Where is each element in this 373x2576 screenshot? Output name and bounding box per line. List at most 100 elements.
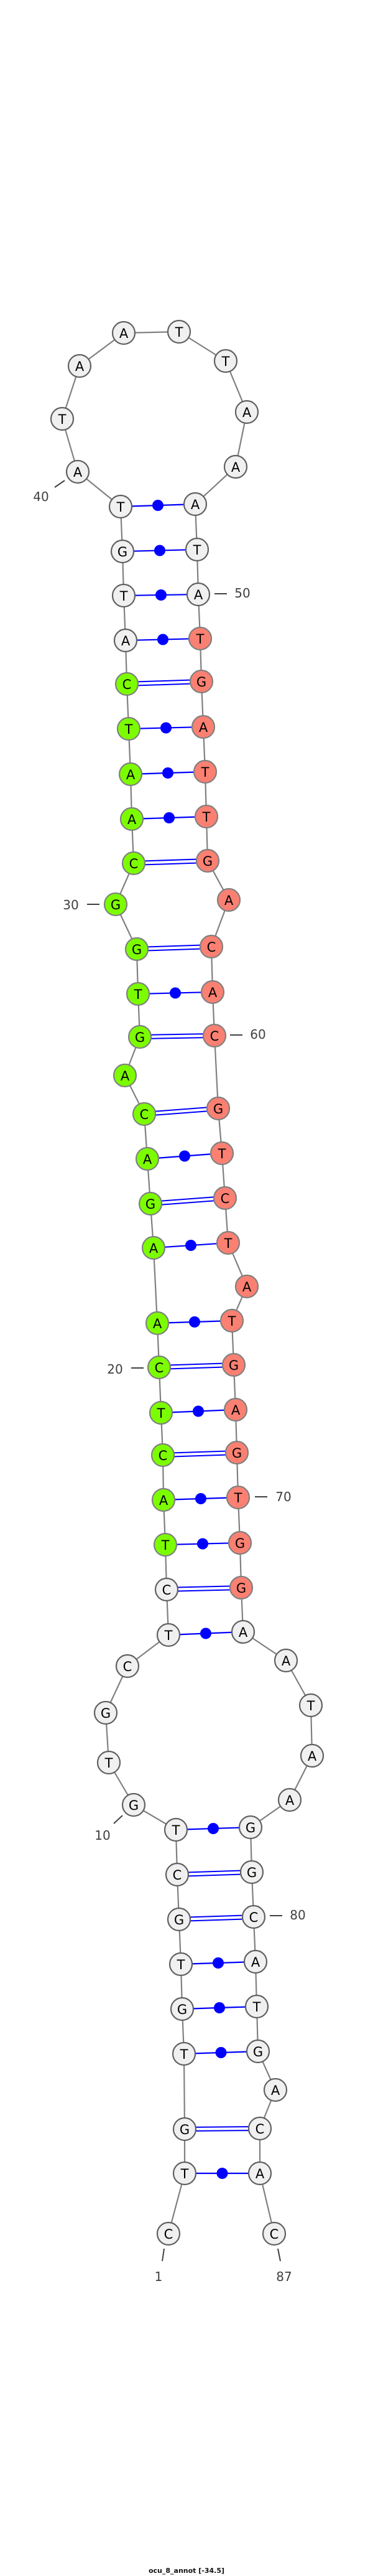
nucleotide-letter: A [256, 2166, 265, 2181]
nucleotide-36: A [113, 628, 138, 653]
nucleotide-circle [188, 626, 213, 651]
nucleotide-81: A [243, 1949, 268, 1974]
nucleotide-circle [116, 716, 141, 741]
nucleotide-letter: G [232, 1446, 242, 1461]
pair-dot [197, 1538, 208, 1550]
nucleotide-31: C [121, 851, 146, 876]
base-pair [186, 1823, 240, 1834]
nucleotide-circle [138, 1191, 163, 1216]
nucleotide-letter: G [236, 1581, 246, 1596]
nucleotide-circle [277, 1787, 302, 1812]
nucleotide-letter: C [207, 940, 216, 955]
position-label-70: 70 [275, 1489, 291, 1504]
nucleotide-letter: T [234, 1491, 242, 1506]
nucleotide-circle [111, 321, 136, 345]
nucleotide-circle [202, 1023, 227, 1048]
nucleotide-79: G [239, 1860, 264, 1885]
nucleotide-17: A [151, 1487, 176, 1512]
nucleotide-50: A [186, 582, 211, 607]
nucleotide-60: C [202, 1023, 227, 1048]
nucleotide-43: A [111, 321, 136, 345]
nucleotide-circle [191, 714, 216, 739]
nucleotide-45: T [213, 349, 238, 373]
nucleotide-40: A [65, 459, 90, 484]
nucleotide-53: A [191, 714, 216, 739]
nucleotide-letter: C [162, 1583, 172, 1598]
nucleotide-circle [126, 981, 150, 1006]
nucleotide-23: G [138, 1191, 163, 1216]
nucleotide-letter: T [175, 325, 183, 340]
nucleotide-letter: C [122, 677, 132, 692]
pair-bond-line [178, 1589, 231, 1592]
nucleotide-circle [238, 1815, 263, 1840]
nucleotide-77: A [277, 1787, 302, 1812]
nucleotide-letter: T [124, 722, 133, 737]
nucleotide-circle [200, 980, 225, 1005]
nucleotide-circle [110, 539, 135, 564]
nucleotide-circle [147, 1355, 172, 1380]
nucleotide-circle [172, 2117, 197, 2142]
nucleotide-circle [127, 1024, 152, 1049]
base-pair-gc [195, 2126, 249, 2132]
nucleotide-circle [141, 1235, 166, 1260]
nucleotide-circle [145, 1311, 170, 1336]
nucleotide-86: A [247, 2161, 272, 2186]
nucleotide-letter: A [191, 497, 200, 512]
pair-dot [152, 500, 163, 511]
nucleotide-letter: T [161, 1538, 170, 1553]
nucleotide-letter: A [121, 1069, 130, 1084]
position-label-60: 60 [250, 1027, 265, 1042]
pair-bond-line [155, 1107, 207, 1112]
nucleotide-circle [103, 892, 128, 917]
nucleotide-circle [170, 1997, 195, 2021]
nucleotide-circle [185, 537, 210, 562]
nucleotide-76: A [300, 1743, 325, 1768]
position-label-50: 50 [234, 586, 250, 601]
nucleotide-circle [298, 1693, 323, 1718]
pair-bond-line [188, 1873, 241, 1877]
nucleotide-letter: T [196, 632, 205, 647]
nucleotide-letter: T [157, 1406, 165, 1421]
nucleotide-letter: T [134, 987, 142, 1002]
nucleotide-circle [132, 1102, 157, 1126]
label-tick-1 [162, 2248, 165, 2262]
base-pair [168, 1316, 221, 1328]
nucleotide-64: T [216, 1230, 241, 1255]
nucleotide-letter: T [172, 1823, 180, 1838]
pair-dot [170, 987, 181, 999]
base-pair [172, 1405, 225, 1417]
nucleotide-circle [65, 459, 90, 484]
nucleotide-letter: A [308, 1749, 317, 1764]
pair-bond-line [145, 862, 197, 866]
nucleotide-20: C [147, 1355, 172, 1380]
nucleotide-circle [186, 582, 211, 607]
base-pair [136, 634, 190, 645]
pair-dot [185, 1240, 196, 1251]
nucleotide-letter: A [239, 1625, 248, 1640]
nucleotide-circle [223, 454, 248, 479]
pair-bond-line [147, 944, 200, 948]
nucleotide-67: G [221, 1352, 246, 1377]
pair-bond-line [177, 1585, 230, 1588]
base-pair-gc [188, 1870, 241, 1877]
nucleotide-21: A [145, 1311, 170, 1336]
nucleotide-10: G [121, 1792, 146, 1817]
nucleotide-74: A [274, 1648, 298, 1673]
nucleotide-letter: A [251, 1955, 260, 1970]
base-pair [174, 1493, 228, 1504]
nucleotide-circle [168, 1952, 193, 1977]
backbone [61, 330, 313, 2234]
pair-dot [189, 1316, 200, 1328]
pair-bond-line [170, 1362, 223, 1366]
base-pair [176, 1538, 229, 1550]
nucleotide-38: G [110, 539, 135, 564]
nucleotide-letter: C [164, 2227, 173, 2242]
nucleotide-letter: C [159, 1448, 168, 1463]
base-pair [164, 1240, 218, 1251]
nucleotide-circle [234, 1274, 259, 1299]
nucleotide-48: A [183, 492, 208, 517]
nucleotide-letter: G [117, 545, 127, 560]
nucleotide-letter: C [129, 856, 139, 871]
nucleotide-2: T [172, 2161, 197, 2186]
label-tick-87 [277, 2248, 281, 2262]
